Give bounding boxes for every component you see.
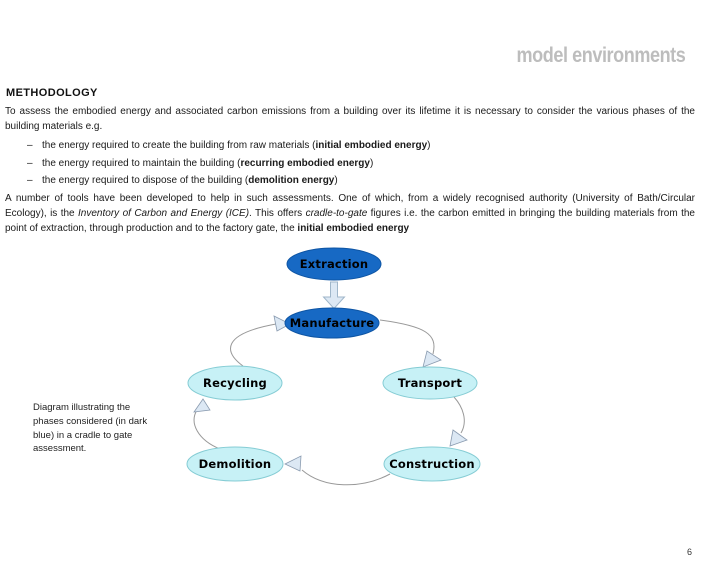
demolition-node bbox=[186, 446, 284, 482]
flow-arrowhead-into-transport bbox=[422, 350, 442, 368]
manufacture-label: Manufacture bbox=[290, 316, 375, 330]
bullet-text-post: ) bbox=[369, 157, 374, 169]
flow-arrowhead-into-recycling bbox=[193, 398, 211, 413]
flow-arc-manufacture-transport bbox=[379, 319, 435, 355]
transport-node bbox=[382, 366, 478, 400]
flow-arc-transport-construction bbox=[453, 396, 465, 434]
tools-paragraph-seg2: . This offers bbox=[249, 208, 306, 219]
brand-title-text: model environments bbox=[516, 44, 685, 67]
bullet-text-bold: demolition energy bbox=[248, 175, 335, 186]
bullet-text-bold: recurring embodied energy bbox=[240, 157, 370, 169]
bullet-text-pre: the energy required to create the buildi… bbox=[42, 140, 316, 151]
intro-paragraph: To assess the embodied energy and associ… bbox=[5, 106, 695, 132]
construction-label: Construction bbox=[389, 457, 474, 471]
tools-paragraph-seg3: figures i.e. the carbon emitted in bring… bbox=[5, 208, 695, 234]
tools-paragraph: A number of tools have been developed to… bbox=[5, 191, 695, 236]
down-block-arrow bbox=[322, 281, 346, 310]
bullet-dash: – bbox=[27, 140, 33, 151]
extraction-node bbox=[286, 247, 382, 281]
tools-paragraph-italic1: Inventory of Carbon and Energy (ICE) bbox=[78, 208, 250, 219]
bullet-item: –the energy required to maintain the bui… bbox=[5, 156, 695, 171]
recycling-node bbox=[187, 365, 283, 401]
bullet-text-pre: the energy required to dispose of the bu… bbox=[42, 175, 249, 186]
flow-arc-recycling-manufacture bbox=[230, 323, 277, 367]
body-text: To assess the embodied energy and associ… bbox=[5, 104, 695, 236]
transport-label: Transport bbox=[398, 376, 462, 390]
bullet-item: –the energy required to create the build… bbox=[5, 138, 695, 153]
diagram-caption: Diagram illustrating the phases consider… bbox=[33, 402, 148, 455]
bullet-text-pre: the energy required to maintain the buil… bbox=[42, 157, 241, 169]
tools-paragraph-bold1: initial embodied energy bbox=[297, 223, 410, 234]
tools-paragraph-seg1: A number of tools have been developed to… bbox=[5, 193, 695, 219]
extraction-label: Extraction bbox=[300, 257, 369, 271]
demolition-label: Demolition bbox=[199, 457, 272, 471]
page-number: 6 bbox=[686, 547, 692, 557]
flow-arrowhead-into-manufacture bbox=[273, 315, 291, 332]
brand-title: model environments bbox=[489, 44, 685, 68]
flow-arc-construction-demolition bbox=[301, 469, 391, 486]
bullet-dash: – bbox=[27, 157, 33, 169]
bullet-dash: – bbox=[27, 175, 33, 186]
manufacture-node bbox=[284, 307, 380, 339]
bullet-text-bold: initial embodied energy bbox=[315, 140, 428, 151]
bullet-item: –the energy required to dispose of the b… bbox=[5, 173, 695, 188]
construction-node bbox=[383, 446, 481, 482]
recycling-label: Recycling bbox=[203, 376, 267, 390]
flow-arc-demolition-recycling bbox=[193, 409, 221, 450]
tools-paragraph-italic2: cradle-to-gate bbox=[305, 208, 368, 219]
bullet-text-post: ) bbox=[427, 140, 431, 151]
flow-arrowhead-into-construction bbox=[449, 429, 468, 447]
flow-arrowhead-into-demolition bbox=[284, 455, 302, 472]
methodology-heading: METHODOLOGY bbox=[6, 87, 98, 99]
bullet-text-post: ) bbox=[334, 175, 338, 186]
bullet-list: –the energy required to create the build… bbox=[5, 138, 695, 188]
lifecycle-diagram: Extraction Manufacture Recycling Transpo… bbox=[186, 247, 481, 486]
